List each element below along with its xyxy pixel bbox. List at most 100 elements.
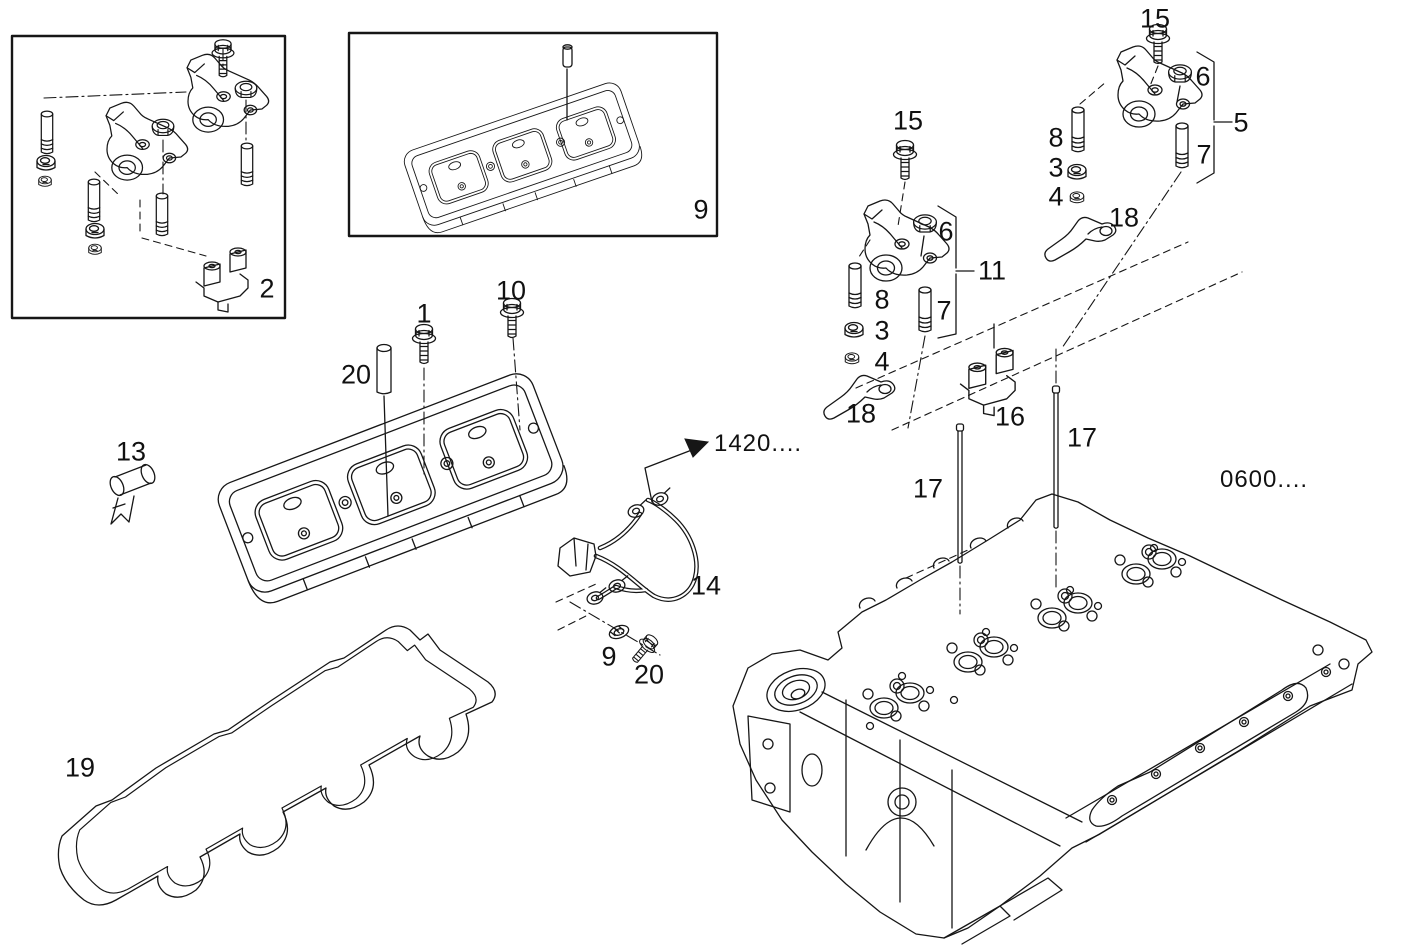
callout-c-20b: 20 <box>633 659 665 690</box>
mounting-plane-line <box>891 271 1243 431</box>
cylinder-head <box>732 493 1373 945</box>
leader-line <box>959 345 1057 615</box>
rail-inner-loop <box>1089 682 1309 827</box>
leader-line <box>1149 65 1159 87</box>
inset-frame-detail <box>400 44 647 238</box>
callout-c-7r: 7 <box>1196 139 1212 170</box>
bushing-detail-c <box>85 222 105 239</box>
callout-c-10: 10 <box>495 275 527 306</box>
inset-box-frame-detail <box>347 31 719 238</box>
leader-line <box>856 239 871 261</box>
pushrod-17-left <box>957 430 963 564</box>
pin <box>562 46 573 68</box>
gasket-rail <box>1065 663 1353 843</box>
callout-c-3r: 3 <box>1048 152 1064 183</box>
bolt-15 <box>892 139 918 181</box>
nut-detail-b <box>234 80 258 99</box>
leader-line <box>920 235 925 257</box>
leader-line <box>1061 171 1182 349</box>
callout-c-7m: 7 <box>936 295 952 326</box>
bracket-11 <box>937 205 975 339</box>
leader-line <box>1079 81 1107 105</box>
support-bracket-detail <box>195 247 249 313</box>
callout-c-2: 2 <box>259 273 275 304</box>
sensor-clip-13 <box>109 463 156 525</box>
deck-front-edge <box>799 691 1083 847</box>
callout-c-9box: 9 <box>693 194 709 225</box>
callout-c-5: 5 <box>1233 107 1249 138</box>
stud-8 <box>848 262 862 309</box>
bushing-3 <box>1067 163 1087 180</box>
leader-line <box>43 91 187 99</box>
bushing-detail-d <box>88 243 102 255</box>
lever-18 <box>1044 216 1117 262</box>
pivot-and-pushrods <box>855 241 1243 615</box>
bushing-4 <box>1069 191 1085 204</box>
valve-frame-detail <box>400 79 647 238</box>
bolt-1 <box>411 323 437 365</box>
callout-c-1420: 1420.... <box>713 430 803 457</box>
rocker-assembly-11 <box>823 139 975 429</box>
valve-frame <box>212 367 574 611</box>
callout-c-6r: 6 <box>1195 61 1211 92</box>
reference-arrow-1420 <box>684 438 710 458</box>
callout-c-13: 13 <box>115 436 147 467</box>
head-silhouette <box>732 493 1373 939</box>
harness-branch-upper <box>597 511 643 551</box>
bracket-5 <box>1196 51 1233 184</box>
harness-connector <box>557 537 597 577</box>
leader-line <box>1176 85 1181 103</box>
mounting-plane-line <box>905 549 969 579</box>
callout-c-18r: 18 <box>1108 202 1140 233</box>
stud-7 <box>1175 122 1189 169</box>
pushrod-17-right <box>1053 392 1059 529</box>
rocker-assembly-5 <box>1044 23 1233 349</box>
pushrod-17-left-cap <box>955 423 965 432</box>
bushing-4 <box>844 352 860 365</box>
bushing-detail-a <box>36 154 56 171</box>
front-arch <box>865 817 935 851</box>
pushrod-17-right-cap <box>1051 385 1061 394</box>
stud-detail-c <box>155 192 169 237</box>
callout-c-3m: 3 <box>874 315 890 346</box>
sleeve-20 <box>376 343 392 395</box>
callout-c-8r: 8 <box>1048 122 1064 153</box>
leader-line <box>897 181 906 227</box>
callout-c-1: 1 <box>416 298 432 329</box>
leader-line <box>162 47 247 195</box>
callout-c-16: 16 <box>994 401 1026 432</box>
front-face-ribs <box>845 699 953 929</box>
leader-line <box>512 337 521 431</box>
stud-7 <box>918 286 932 333</box>
mounting-plane-line <box>855 241 1189 389</box>
pin-top <box>562 44 573 50</box>
stud-detail-a <box>40 110 54 155</box>
leader-line <box>907 335 926 429</box>
ring-terminal <box>625 499 651 521</box>
inset-rocker-assembly-detail <box>36 39 270 313</box>
valve-cover-gasket-19 <box>57 625 496 906</box>
rocker-arm <box>1116 45 1203 128</box>
stud-8 <box>1071 106 1085 153</box>
callout-c-14: 14 <box>690 570 722 601</box>
nut-6 <box>1167 64 1193 83</box>
callout-c-17b: 17 <box>1066 422 1098 453</box>
callout-c-15r: 15 <box>1139 3 1171 34</box>
callout-c-8m: 8 <box>874 284 890 315</box>
callout-c-9b: 9 <box>601 641 617 672</box>
reference-leader-1420 <box>644 447 698 503</box>
callout-c-4r: 4 <box>1048 181 1064 212</box>
harness-loom <box>593 497 699 602</box>
wiring-harness-group <box>555 438 710 668</box>
bushing-detail-b <box>38 175 52 187</box>
inset-box-rocker-detail <box>10 34 287 320</box>
stud-detail-d <box>240 142 254 187</box>
stud-detail-b <box>87 178 101 223</box>
callout-c-20a: 20 <box>340 359 372 390</box>
callout-c-17a: 17 <box>912 473 944 504</box>
leader-line <box>383 395 389 517</box>
callout-c-0600: 0600.... <box>1219 466 1309 493</box>
leader-line <box>555 583 597 631</box>
